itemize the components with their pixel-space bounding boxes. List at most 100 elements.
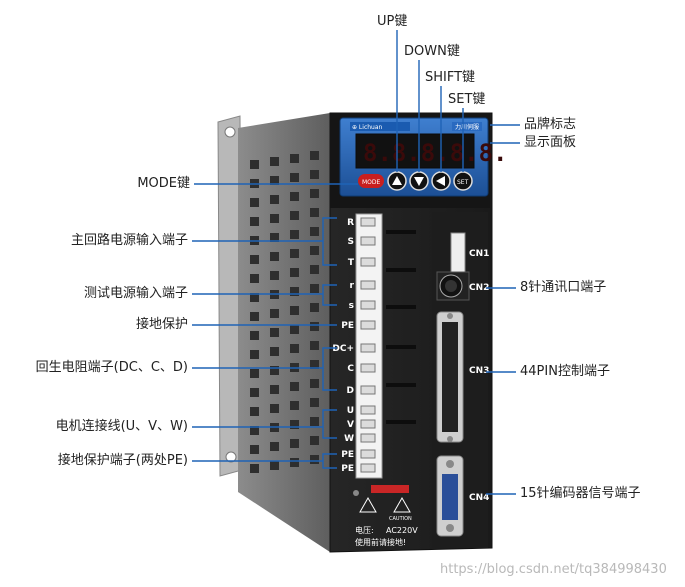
display-panel-callout: 显示面板 — [524, 135, 577, 150]
vent-slot — [310, 436, 319, 445]
vent-slot — [270, 195, 279, 204]
terminal-screw — [360, 363, 376, 373]
mode-button[interactable] — [358, 174, 384, 188]
caution-text: CAUTION — [389, 516, 412, 522]
callout-lines — [192, 30, 520, 495]
voltage-value: AC220V — [386, 526, 418, 535]
vent-slot — [310, 322, 319, 331]
shift-key-callout: SHIFT键 — [425, 70, 476, 85]
terminal-label: T — [348, 258, 355, 268]
terminal-label: U — [347, 406, 354, 416]
vent-slot — [270, 233, 279, 242]
terminal-screw — [360, 257, 376, 267]
terminal-screw — [360, 385, 376, 395]
terminal-label: D — [347, 386, 354, 396]
vent-slot — [290, 287, 299, 296]
vent-slot — [250, 198, 259, 207]
vent-slot — [270, 347, 279, 356]
vent-slot — [290, 325, 299, 334]
set-key-callout: SET键 — [448, 92, 486, 107]
terminal-screw — [360, 405, 376, 415]
vent-slot — [290, 420, 299, 429]
vent-slot — [270, 366, 279, 375]
cn4-callout: 15针编码器信号端子 — [520, 486, 641, 501]
motor-lines-callout: 电机连接线(U、V、W) — [55, 419, 188, 434]
vent-slot — [290, 268, 299, 277]
terminal-label: C — [347, 364, 354, 374]
vent-slot — [250, 217, 259, 226]
terminal-label: s — [349, 301, 354, 311]
vent-slot — [270, 461, 279, 470]
vent-slot — [250, 464, 259, 473]
vent-slot — [310, 360, 319, 369]
left-arrow-icon — [436, 176, 445, 186]
terminal-screw — [360, 236, 376, 246]
terminal-screw — [360, 433, 376, 443]
vent-slot — [290, 458, 299, 467]
vent-slot — [310, 170, 319, 179]
vent-slot — [250, 274, 259, 283]
terminal-label: PE — [341, 450, 354, 460]
terminal-label: PE — [341, 464, 354, 474]
vent-slot — [290, 249, 299, 258]
terminal-label: PE — [341, 321, 354, 331]
vent-slot — [250, 350, 259, 359]
up-arrow-icon — [392, 176, 402, 185]
brand-logo-callout: 品牌标志 — [524, 117, 577, 132]
vent-slot — [310, 151, 319, 160]
down-arrow-icon — [414, 177, 424, 186]
vent-slot — [310, 341, 319, 350]
vent-slot — [290, 154, 299, 163]
vent-slot — [250, 255, 259, 264]
terminal-screw — [360, 463, 376, 473]
terminal-screw — [360, 280, 376, 290]
vent-slot — [250, 331, 259, 340]
terminal-label: V — [347, 420, 354, 430]
terminal-label: W — [344, 434, 354, 444]
cn1-connector — [450, 232, 466, 274]
warning-triangle-icon — [359, 496, 377, 513]
connector-column: CN1 CN2 CN3 CN4 — [432, 212, 489, 548]
terminal-label: DC+ — [332, 344, 354, 354]
vent-slot — [270, 404, 279, 413]
vent-slot — [250, 445, 259, 454]
mode-key-callout: MODE键 — [137, 176, 190, 191]
vent-slot — [310, 265, 319, 274]
vent-slot — [270, 252, 279, 261]
terminal-screw — [360, 449, 376, 459]
terminal-screw — [360, 419, 376, 429]
mode-button-label: MODE — [362, 179, 381, 186]
brand-logo: ⊕ Lichuan — [352, 124, 383, 131]
side-vents — [250, 151, 319, 473]
cn3-label: CN3 — [469, 366, 489, 376]
terminal-label: r — [350, 281, 355, 291]
ground-warning: 使用前请接地! — [355, 537, 406, 547]
terminal-fins — [386, 230, 416, 424]
regen-resistor-callout: 回生电阻端子(DC、C、D) — [35, 360, 188, 375]
ground-terminals-callout: 接地保护端子(两处PE) — [57, 453, 188, 468]
warning-area: CAUTION 电压: AC220V 使用前请接地! — [353, 485, 418, 547]
seven-segment-display: 8.8.8.8.8. — [363, 139, 508, 167]
vent-slot — [290, 382, 299, 391]
vent-slot — [270, 328, 279, 337]
down-key-callout: DOWN键 — [404, 44, 460, 59]
vent-slot — [270, 442, 279, 451]
terminal-screw — [360, 217, 376, 227]
vent-slot — [250, 293, 259, 302]
cn2-label: CN2 — [469, 283, 489, 293]
side-panel — [238, 113, 330, 552]
vent-slot — [250, 369, 259, 378]
cn2-callout: 8针通讯口端子 — [520, 280, 607, 295]
vent-slot — [290, 192, 299, 201]
terminal-screw — [360, 300, 376, 310]
terminal-label: R — [347, 218, 354, 228]
vent-slot — [270, 176, 279, 185]
voltage-prefix: 电压: — [355, 525, 374, 535]
terminal-screws — [360, 217, 376, 473]
terminal-screw — [360, 343, 376, 353]
watermark: https://blog.csdn.net/tq384998430 — [440, 562, 667, 577]
cn3-callout: 44PIN控制端子 — [520, 364, 610, 379]
shock-warning-icon — [393, 496, 411, 513]
